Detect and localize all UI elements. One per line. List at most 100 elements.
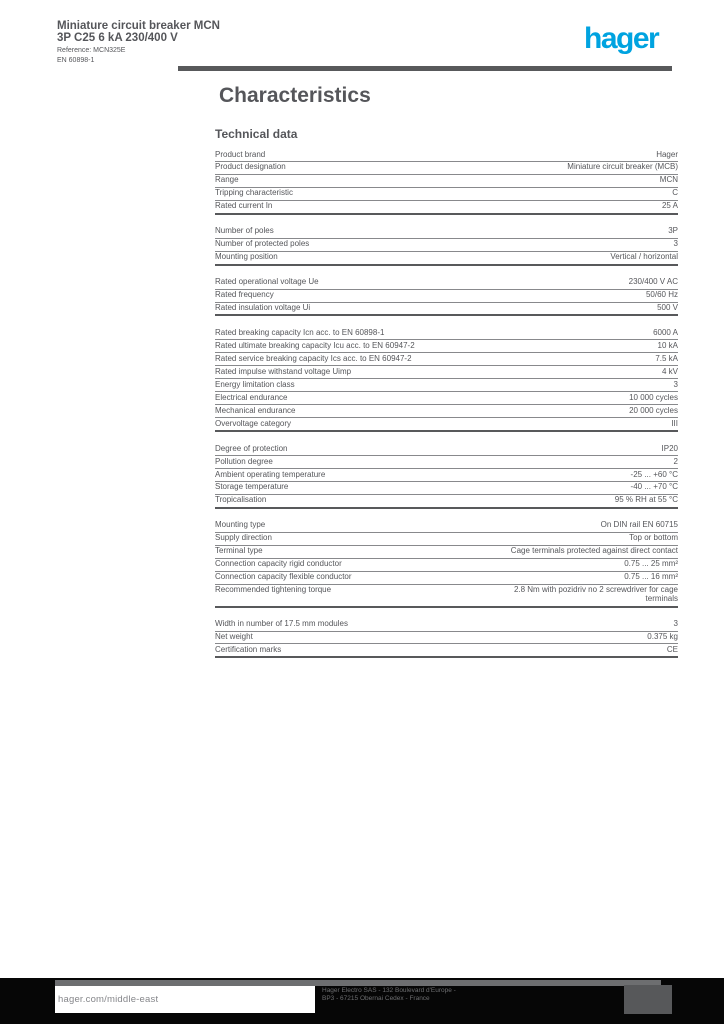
table-row: Storage temperature-40 ... +70 °C [215,482,678,495]
qr-code [624,985,672,1014]
char-label: Product brand [215,149,266,159]
char-value: MCN [659,175,678,185]
char-label: Rated breaking capacity Icn acc. to EN 6… [215,327,385,337]
table-row: Tropicalisation 95 % RH at 55 °C [215,495,678,507]
table-row: Product brand Hager [215,149,678,162]
table-row: Ambient operating temperature-25 ... +60… [215,469,678,482]
char-label: Connection capacity rigid conductor [215,559,342,569]
char-value: 3 [673,239,678,249]
char-value: 20 000 cycles [629,405,678,415]
table-row: Pollution degree 2 [215,456,678,470]
char-value: 10 kA [657,340,678,350]
table-row: Rated insulation voltage Ui 500 V [215,303,678,315]
table-row: Connection capacity rigid conductor 0.75 … [215,559,678,572]
char-value: -40 ... +70 °C [630,482,678,492]
product-title-line2: 3P C25 6 kA 230/400 V [57,32,178,45]
char-label: Pollution degree [215,456,273,466]
char-label: Rated operational voltage Ue [215,277,319,287]
table-row: Mounting type On DIN rail EN 60715 [215,520,678,533]
char-value: Hager [656,149,678,159]
char-value: 0.75 ... 16 mm² [624,572,678,582]
char-value: On DIN rail EN 60715 [600,520,678,530]
char-value: 0.375 kg [647,632,678,641]
section-title: Technical data [215,127,298,141]
table-row: Range MCN [215,175,678,188]
char-label: Product designation [215,162,286,172]
char-value: IP20 [661,443,678,453]
char-value: Top or bottom [629,533,678,543]
footer-company-line1: Hager Electro SAS - 132 Boulevard d'Euro… [322,987,456,994]
char-value: Miniature circuit breaker (MCB) [567,162,678,172]
product-standard: EN 60898-1 [57,56,95,64]
product-title-line1: Miniature circuit breaker MCN [57,20,220,32]
table-row: Supply direction Top or bottom [215,533,678,546]
char-value: 4 kV [661,366,678,376]
footer-website-box: hager.com/middle-east [55,986,315,1013]
char-label: Tripping characteristic [215,188,293,198]
char-label: Electrical endurance [215,392,288,402]
table-row: Degree of protection IP20 [215,443,678,457]
char-label: Number of poles [215,226,274,236]
characteristics-group: Rated breaking capacity Icn acc. to EN 6… [215,327,678,433]
footer-website-link: hager.com/middle-east [58,994,159,1005]
char-label: Recommended tightening torque [215,585,332,595]
char-label: Rated service breaking capacity Ics acc.… [215,353,412,363]
char-value: 0.75 ... 25 mm² [624,559,678,569]
header-product-block: Miniature circuit breaker MCN 3P C25 6 k… [57,20,220,65]
char-label: Mounting type [215,520,266,530]
table-row: Overvoltage category III [215,418,678,430]
char-label: Terminal type [215,546,263,556]
char-label: Width in number of 17.5 mm modules [215,619,348,629]
char-label: Ambient operating temperature [215,469,326,479]
char-value: 10 000 cycles [629,392,678,402]
table-row: Rated breaking capacity Icn acc. to EN 6… [215,327,678,341]
char-label: Supply direction [215,533,272,543]
char-value: III [671,418,678,428]
char-value: 2.8 Nm with pozidriv no 2 screwdriver fo… [513,585,678,604]
char-label: Degree of protection [215,443,288,453]
table-row: Terminal type Cage terminals protected ag… [215,546,678,559]
char-value: 2 [673,456,678,466]
char-label: Overvoltage category [215,418,292,428]
table-row: Electrical endurance 10 000 cycles [215,392,678,406]
char-label: Number of protected poles [215,239,310,249]
char-value: 500 V [657,303,678,313]
table-row: Number of protected poles 3 [215,239,678,252]
char-label: Connection capacity flexible conductor [215,572,352,582]
footer-company-line2: BP3 - 67215 Obernai Cedex - France [322,995,430,1003]
product-reference: Reference: MCN325E [57,46,126,54]
char-value: 95 % RH at 55 °C [614,495,678,505]
char-label: Rated frequency [215,290,274,300]
table-row: Product designation Miniature circuit bre… [215,162,678,175]
char-label: Rated impulse withstand voltage Uimp [215,366,352,376]
footer-gray-bar [55,980,661,986]
page-title: Characteristics [219,84,371,107]
char-value: 25 A [661,201,678,211]
char-label: Rated insulation voltage Ui [215,303,311,313]
char-value: Cage terminals protected against direct … [510,546,678,556]
char-label: Range [215,175,239,185]
table-row: Connection capacity flexible conductor 0.… [215,572,678,585]
table-row: Recommended tightening torque 2.8 Nm with… [215,585,678,606]
char-value: 3 [673,379,678,389]
char-label: Certification marks [215,644,282,654]
table-row: Rated service breaking capacity Ics acc.… [215,353,678,367]
char-label: Tropicalisation [215,495,267,505]
header-divider-rule [178,66,672,71]
footer-company-info: Hager Electro SAS - 132 Boulevard d'Euro… [322,987,456,1003]
char-label: Rated ultimate breaking capacity Icu acc… [215,340,415,350]
